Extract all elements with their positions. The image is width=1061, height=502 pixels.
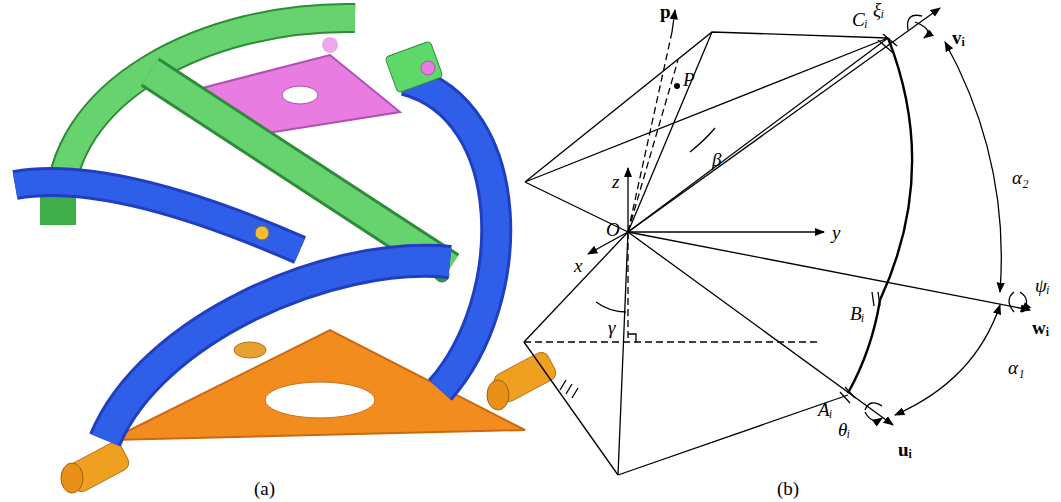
rotation-label: θᵢ [838, 420, 850, 439]
angle-label: γ [608, 318, 616, 337]
joint-label: Aᵢ [818, 400, 833, 419]
panel-caption: (a) [254, 479, 275, 498]
schematic [524, 8, 1030, 475]
rotation-label: ξᵢ [873, 0, 884, 19]
vector-label: uᵢ [898, 440, 912, 459]
vector-label: vᵢ [952, 28, 965, 47]
angle-label: β [712, 150, 721, 169]
render-3d [15, 18, 559, 494]
point-label: P [683, 70, 695, 89]
axis-label: x [574, 256, 582, 275]
angle-label: α₁ [1008, 358, 1025, 377]
panel-caption: (b) [777, 479, 799, 498]
point-dot [674, 83, 680, 89]
axis-label: z [612, 172, 619, 191]
axis-label: y [832, 223, 840, 242]
angle-label: α₂ [1012, 168, 1029, 187]
joint-label: Cᵢ [852, 10, 868, 29]
vector-label: wᵢ [1032, 318, 1049, 337]
origin-label: O [606, 220, 620, 239]
joint-label: Bᵢ [850, 304, 865, 323]
rotation-label: ψᵢ [1035, 276, 1050, 295]
vector-label: p [660, 2, 671, 21]
